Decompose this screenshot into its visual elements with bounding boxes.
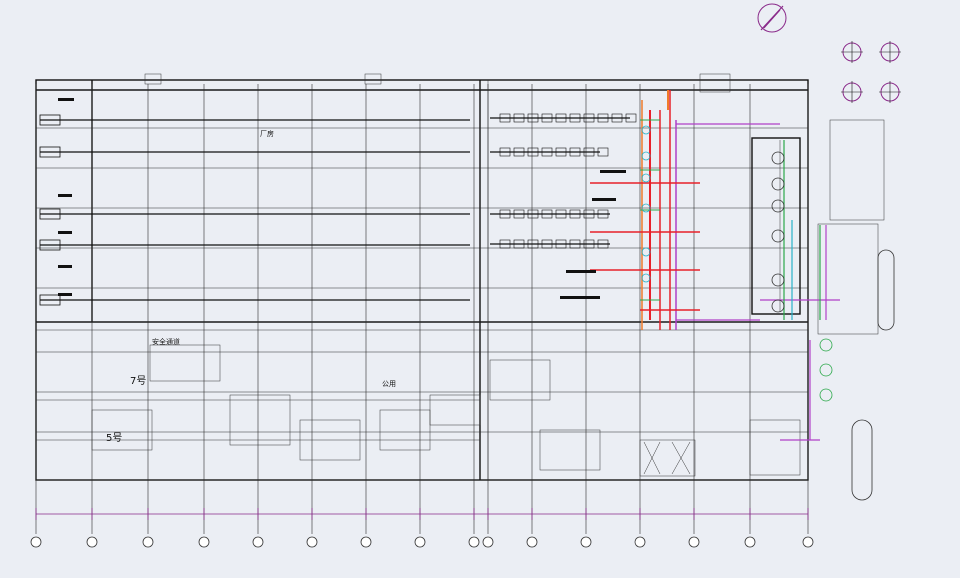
equipment-block: [513, 239, 525, 249]
equipment-circle: [641, 173, 651, 183]
equipment-block: [541, 209, 553, 219]
equipment-block: [499, 147, 511, 157]
tank-symbols: [851, 249, 895, 501]
equipment-block: [569, 209, 581, 219]
annotation-mark: [58, 194, 72, 197]
axis-bubble: [744, 536, 756, 548]
machine-room: [751, 137, 801, 315]
equipment-block: [499, 209, 511, 219]
annotation-mark: [560, 296, 600, 299]
equipment-circle: [641, 203, 651, 213]
equipment-circle: [771, 151, 785, 165]
annotation-mark: [566, 270, 596, 273]
room-label-corridor: 安全通道: [152, 337, 180, 346]
north-arrow-icon: [757, 3, 787, 33]
equipment-circle: [641, 273, 651, 283]
production-lines: [39, 113, 637, 306]
equipment-block: [555, 113, 567, 123]
equipment-block: [597, 239, 609, 249]
annotation-mark: [58, 98, 74, 101]
axis-bubble: [414, 536, 426, 548]
room-label-7: 7号: [130, 375, 146, 387]
axis-bubble: [142, 536, 154, 548]
equipment-block: [583, 147, 595, 157]
equipment-block: [611, 113, 623, 123]
pipe-network: [590, 90, 840, 441]
axis-bubble: [198, 536, 210, 548]
axis-bubble: [688, 536, 700, 548]
equipment-circle: [641, 125, 651, 135]
axis-bubble: [526, 536, 538, 548]
equipment-block: [569, 147, 581, 157]
equipment-block: [513, 209, 525, 219]
equipment-block: [39, 146, 61, 158]
annotation-mark: [600, 170, 626, 173]
equipment-block: [39, 294, 61, 306]
equipment-circle: [641, 151, 651, 161]
axis-bubble: [30, 536, 42, 548]
equipment-block: [541, 113, 553, 123]
equipment-circle: [771, 299, 785, 313]
equipment-block: [555, 239, 567, 249]
equipment-circle: [771, 229, 785, 243]
equipment-circle: [771, 199, 785, 213]
axis-bubble: [360, 536, 372, 548]
equipment-block: [583, 113, 595, 123]
axis-bubble: [468, 536, 480, 548]
axis-bubble: [802, 536, 814, 548]
equipment-block: [583, 209, 595, 219]
room-label-5: 5号: [106, 432, 122, 444]
equipment-block: [583, 239, 595, 249]
equipment-block: [555, 147, 567, 157]
equipment-circle: [819, 363, 833, 377]
equipment-symbol-icon: [641, 125, 833, 402]
equipment-block: [39, 239, 61, 251]
equipment-block: [555, 209, 567, 219]
equipment-circle: [819, 338, 833, 352]
building-outline: [35, 73, 885, 481]
equipment-block: [527, 209, 539, 219]
equipment-block: [597, 113, 609, 123]
room-label-utility: 公用: [382, 380, 396, 388]
equipment-circle: [819, 388, 833, 402]
equipment-block: [499, 113, 511, 123]
equipment-block: [499, 239, 511, 249]
equipment-block: [625, 113, 637, 123]
annotation-mark: [58, 231, 72, 234]
axis-bubbles: [30, 536, 814, 548]
dimension-line: [35, 508, 809, 520]
equipment-block: [527, 113, 539, 123]
room-labels: 7号 5号 安全通道 公用 厂房: [106, 129, 396, 444]
annotation-mark: [58, 293, 72, 296]
room-partitions: [36, 344, 801, 477]
equipment-circle: [771, 177, 785, 191]
annotation-marks: [58, 98, 626, 299]
equipment-block: [527, 239, 539, 249]
axis-bubble: [252, 536, 264, 548]
axis-bubble: [86, 536, 98, 548]
equipment-block: [597, 209, 609, 219]
axis-bubble: [634, 536, 646, 548]
axis-bubble: [580, 536, 592, 548]
equipment-circle: [641, 247, 651, 257]
equipment-block: [527, 147, 539, 157]
equipment-block: [513, 147, 525, 157]
equipment-circle: [771, 273, 785, 287]
annotation-mark: [592, 198, 616, 201]
room-label-hall: 厂房: [260, 129, 274, 138]
equipment-block: [541, 147, 553, 157]
equipment-block: [541, 239, 553, 249]
equipment-block: [513, 113, 525, 123]
annotation-mark: [58, 265, 72, 268]
fan-symbol-icon: [841, 41, 901, 103]
equipment-block: [597, 147, 609, 157]
equipment-block: [39, 114, 61, 126]
equipment-block: [39, 208, 61, 220]
axis-bubble: [306, 536, 318, 548]
equipment-block: [569, 113, 581, 123]
equipment-block: [569, 239, 581, 249]
axis-bubble: [482, 536, 494, 548]
